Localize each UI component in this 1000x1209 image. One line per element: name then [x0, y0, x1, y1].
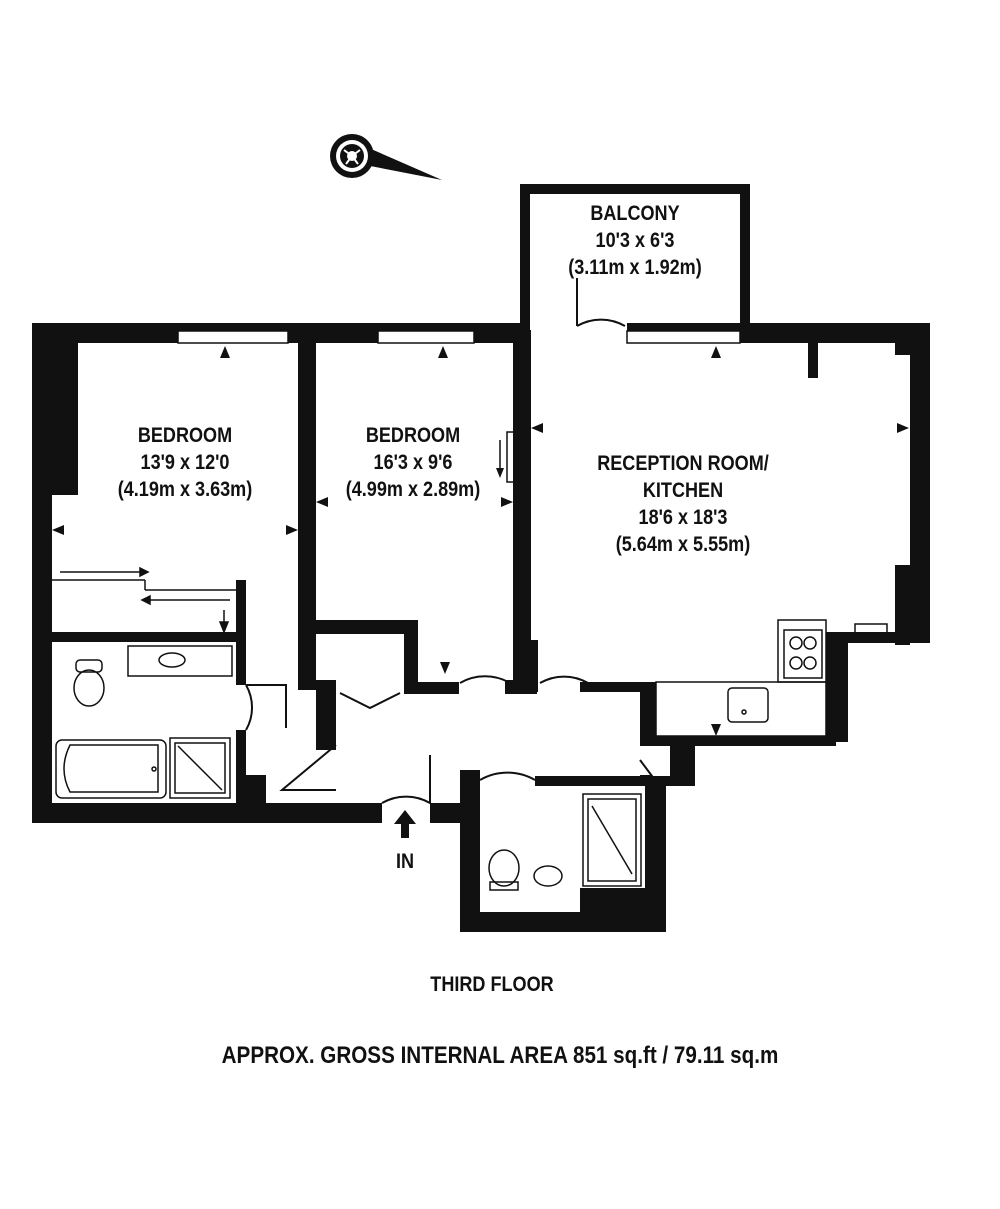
kitchen-fixtures [655, 619, 827, 737]
dimension-arrows [52, 346, 909, 736]
compass-icon [330, 134, 442, 180]
bedroom1-metric: (4.19m x 3.63m) [117, 478, 253, 501]
wardrobe [52, 566, 236, 635]
reception-imperial: 18'6 x 18'3 [638, 506, 728, 529]
doors [245, 278, 654, 805]
floor-name: THIRD FLOOR [430, 973, 554, 996]
exterior-walls [32, 184, 930, 932]
bedroom2-name: BEDROOM [365, 424, 461, 447]
balcony-metric: (3.11m x 1.92m) [568, 256, 702, 279]
entrance-arrow-icon [394, 810, 416, 838]
reception-name-line1: RECEPTION ROOM/ [597, 452, 769, 475]
bedroom2-metric: (4.99m x 2.89m) [345, 478, 481, 501]
reception-name-line2: KITCHEN [642, 479, 724, 502]
windows [177, 330, 888, 634]
bedroom2-label: BEDROOM 16'3 x 9'6 (4.99m x 2.89m) [327, 422, 499, 503]
bedroom1-imperial: 13'9 x 12'0 [140, 451, 230, 474]
bathroom-fixtures [55, 645, 642, 891]
balcony-name: BALCONY [590, 202, 680, 225]
bedroom2-imperial: 16'3 x 9'6 [373, 451, 453, 474]
bedroom1-label: BEDROOM 13'9 x 12'0 (4.19m x 3.63m) [99, 422, 271, 503]
reception-label: RECEPTION ROOM/ KITCHEN 18'6 x 18'3 (5.6… [580, 450, 786, 558]
reception-metric: (5.64m x 5.55m) [615, 533, 751, 556]
bedroom1-name: BEDROOM [137, 424, 233, 447]
balcony-imperial: 10'3 x 6'3 [595, 229, 675, 252]
area-text: APPROX. GROSS INTERNAL AREA 851 sq.ft / … [221, 1042, 779, 1069]
entrance-label: IN [395, 850, 415, 873]
balcony-label: BALCONY 10'3 x 6'3 (3.11m x 1.92m) [558, 200, 713, 281]
